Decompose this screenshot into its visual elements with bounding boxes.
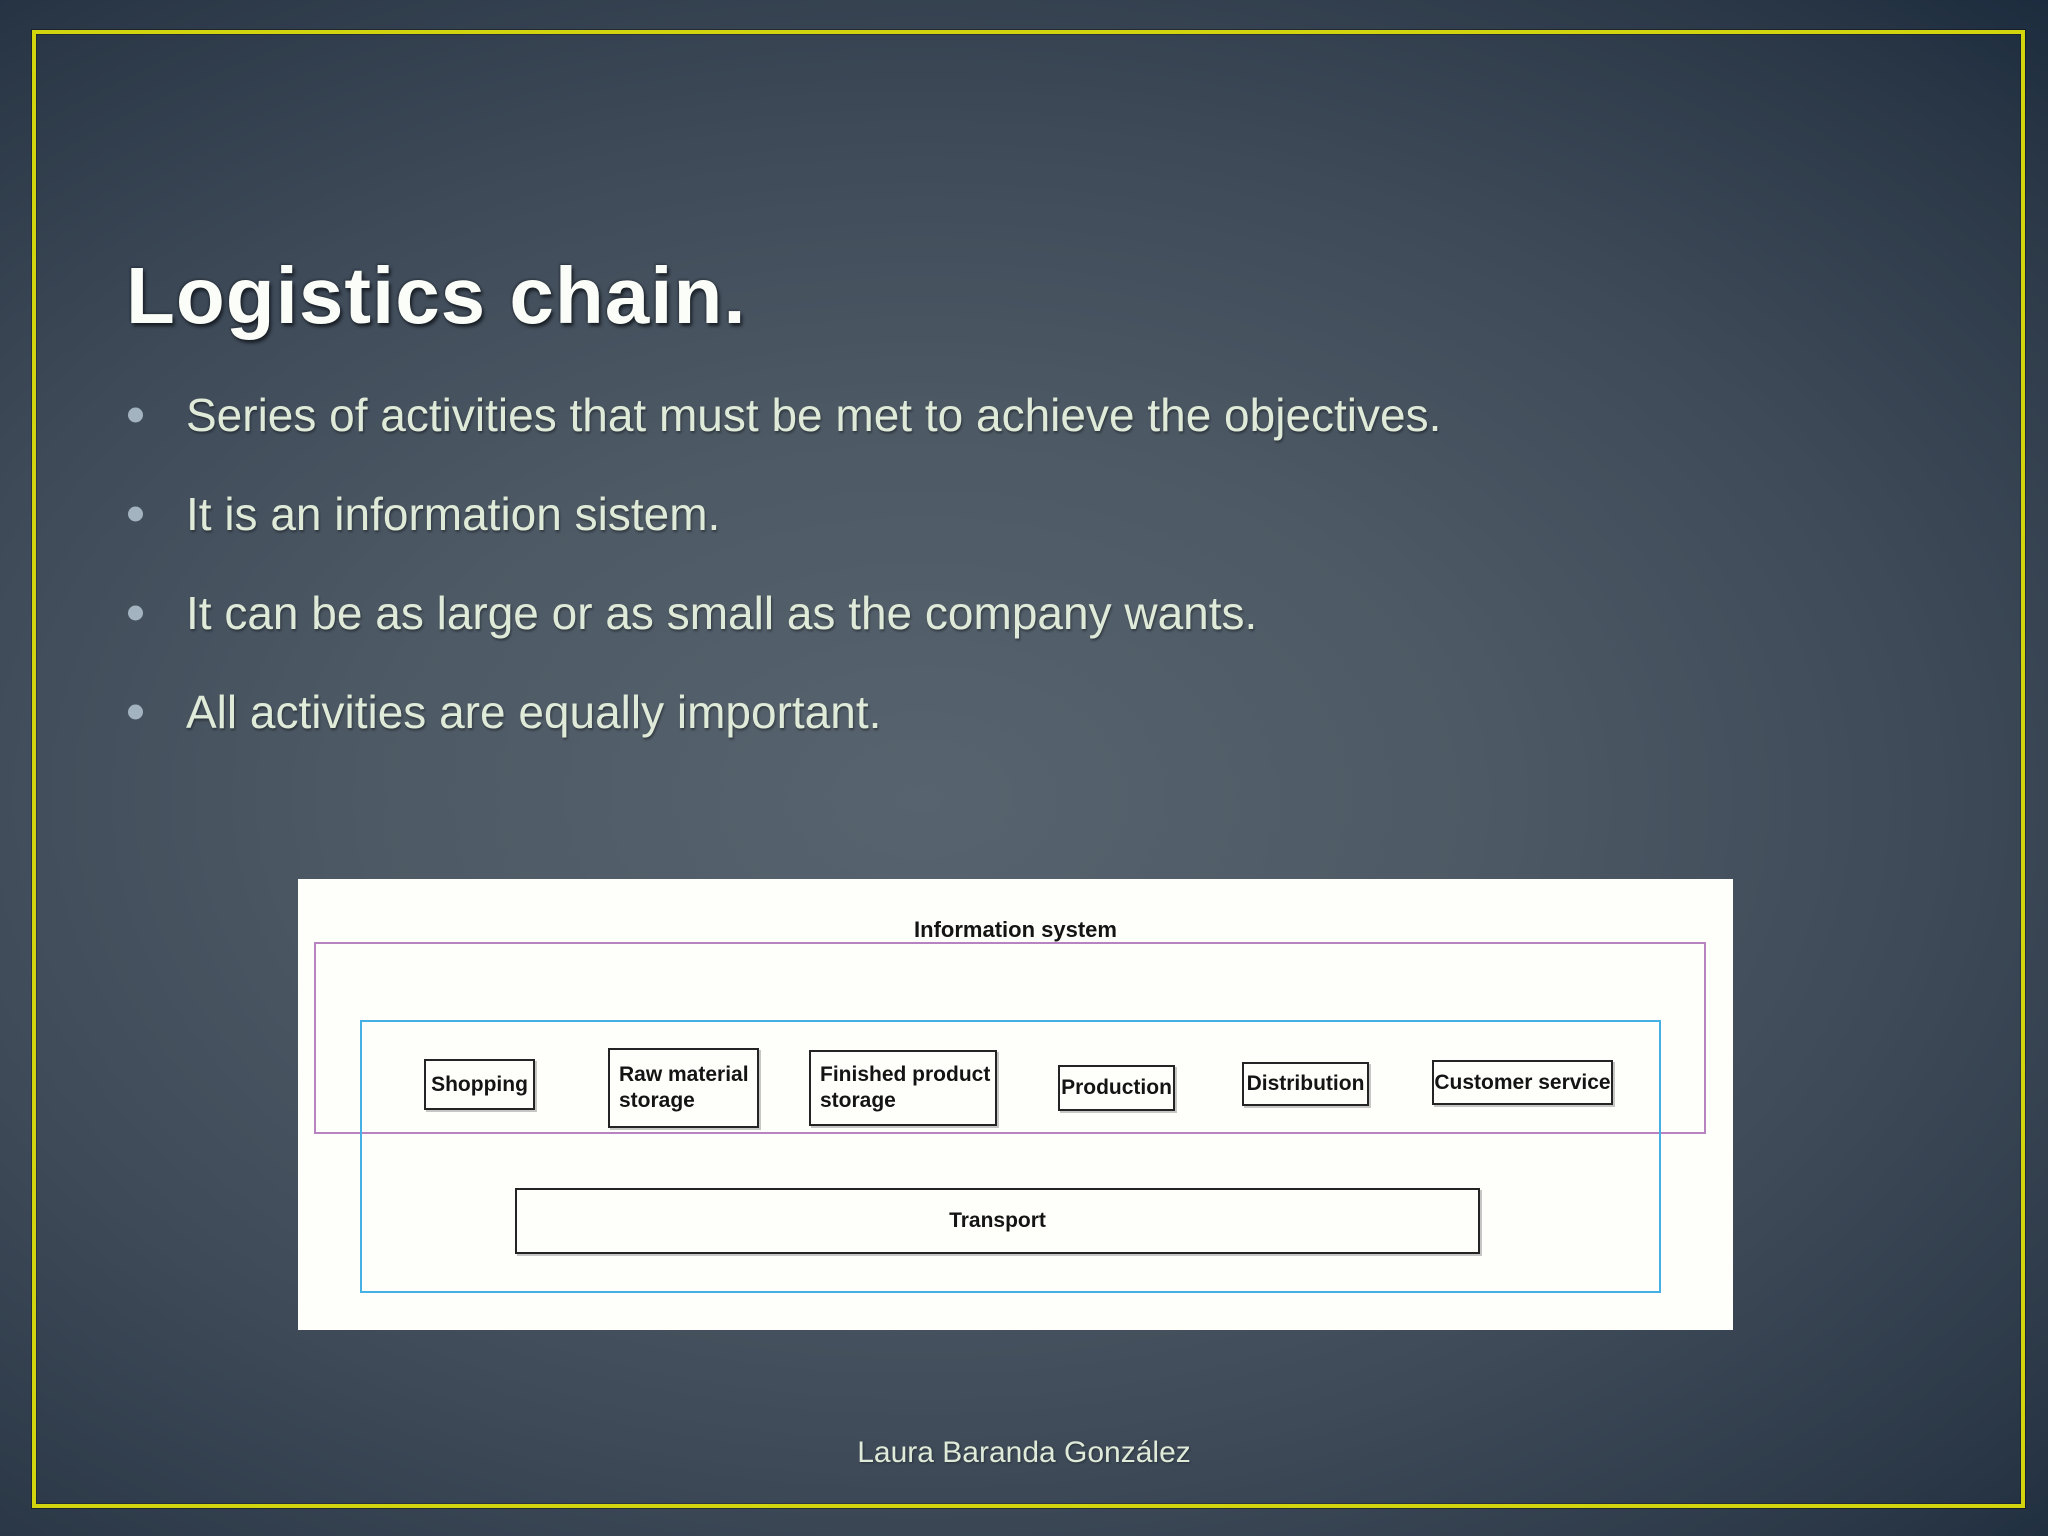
bullet-text: It can be as large or as small as the co… [186,586,1258,639]
information-system-label: Information system [914,917,1117,942]
list-item: It can be as large or as small as the co… [128,563,1938,662]
box-customer-service: Customer service [1432,1060,1613,1105]
bullet-icon [128,605,143,620]
transport-loop-rect [360,1020,1661,1293]
box-raw-material-storage: Raw material storage [608,1048,759,1128]
logistics-diagram-image: Information system Shopping Raw material… [298,879,1733,1330]
bullet-text: All activities are equally important. [186,685,882,738]
list-item: All activities are equally important. [128,662,1938,761]
box-distribution: Distribution [1242,1062,1369,1106]
box-shopping: Shopping [424,1059,535,1110]
bullet-text: Series of activities that must be met to… [186,388,1442,441]
list-item: Series of activities that must be met to… [128,365,1938,464]
bullet-icon [128,704,143,719]
bullet-icon [128,506,143,521]
bullet-text: It is an information sistem. [186,487,721,540]
bullet-list: Series of activities that must be met to… [128,365,1938,761]
page-title: Logistics chain. [126,250,747,340]
box-transport: Transport [515,1188,1480,1254]
author-credit: Laura Baranda González [857,1436,1191,1469]
box-production: Production [1058,1065,1175,1111]
list-item: It is an information sistem. [128,464,1938,563]
box-finished-product-storage: Finished product storage [809,1050,997,1126]
bullet-icon [128,407,143,422]
information-system-loop-rect [314,942,1706,1134]
